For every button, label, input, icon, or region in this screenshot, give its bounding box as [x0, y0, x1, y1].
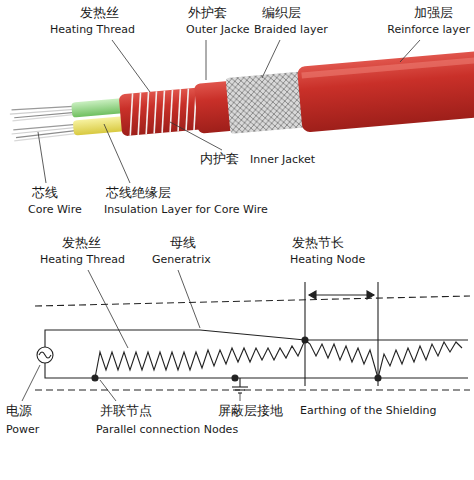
- part-label-en: Heating Node: [290, 254, 365, 266]
- cable-drawing-part: [13, 124, 79, 130]
- part-label-zh: 加强层: [414, 6, 453, 20]
- cable-drawing-part: [232, 386, 248, 387]
- cable-drawing-part: [10, 104, 80, 141]
- part-label-zh: 外护套: [188, 6, 227, 20]
- part-label-zh: 电源: [6, 404, 32, 418]
- cable-drawing-part: [238, 392, 242, 393]
- cable-drawing-part: [158, 91, 168, 133]
- leader-lines: [22, 40, 420, 401]
- cable-drawing-part: [151, 91, 161, 133]
- part-label-zh: 内护套: [200, 152, 239, 166]
- cable-drawing-part: [297, 50, 474, 132]
- cable-drawing-part: [45, 363, 468, 378]
- cable-drawing-part: [178, 270, 200, 328]
- part-label-zh: 芯线绝缘层: [106, 186, 171, 200]
- cable-drawing-part: [127, 88, 200, 136]
- part-label-en: Power: [6, 424, 39, 436]
- cable-drawing-part: [38, 132, 46, 183]
- cable-drawing-part: [12, 104, 78, 112]
- cable-drawing-part: [166, 90, 176, 132]
- cable-drawing-part: [206, 40, 207, 80]
- cable-body: [8, 50, 474, 158]
- cable-drawing-part: [301, 56, 474, 78]
- cable-drawing-part: [95, 340, 305, 378]
- part-label-en: Heating Thread: [50, 24, 135, 36]
- cable-drawing-part: [88, 270, 128, 348]
- cable-drawing-part: [367, 291, 374, 299]
- cable-drawing-part: [135, 93, 145, 135]
- cable-drawing-part: [14, 133, 80, 141]
- part-label-zh: 并联节点: [100, 404, 152, 418]
- cable-drawing-part: [240, 393, 241, 401]
- cable-drawing-part: [45, 330, 468, 347]
- cable-drawing-part: [10, 108, 78, 115]
- cable-drawing-part: [309, 291, 316, 299]
- cable-drawing-part: [92, 375, 98, 381]
- cable-drawing-part: [377, 282, 378, 386]
- part-label-en: Reinforce layer: [387, 24, 470, 36]
- cable-drawing-part: [400, 40, 420, 62]
- cable-drawing-part: [112, 40, 150, 92]
- part-label-en: Generatrix: [152, 254, 211, 266]
- part-label-zh: 发热节长: [292, 236, 344, 250]
- cable-drawing-part: [127, 93, 137, 135]
- cable-drawing-part: [305, 340, 378, 378]
- part-label-zh: 屏蔽层接地: [218, 404, 283, 418]
- part-label-zh: 发热丝: [62, 236, 101, 250]
- part-label-en: Parallel connection Nodes: [96, 424, 238, 436]
- cable-drawing-part: [262, 40, 280, 78]
- cable-drawing-part: [104, 124, 130, 183]
- cable-drawing-part: [12, 127, 80, 134]
- part-label-en: Insulation Layer for Core Wire: [104, 204, 268, 216]
- cable-drawing-part: [304, 282, 305, 386]
- cable-drawing-part: [375, 375, 381, 381]
- cable-drawing-part: [378, 342, 462, 378]
- part-label-en: Earthing of the Shielding: [300, 405, 436, 417]
- cable-drawing-part: [35, 296, 470, 306]
- part-label-zh: 发热丝: [80, 6, 119, 20]
- cable-drawing-part: [302, 337, 308, 343]
- cable-drawing-part: [170, 122, 222, 150]
- part-label-en: Heating Thread: [40, 254, 125, 266]
- cable-drawing-part: [35, 389, 470, 390]
- part-label-en: Outer Jacke: [186, 24, 250, 36]
- cable-drawing-part: [22, 365, 40, 401]
- part-label-en: Inner Jacket: [250, 154, 315, 166]
- part-label-en: Braided layer: [254, 24, 328, 36]
- part-label-zh: 芯线: [32, 186, 58, 200]
- cable-drawing-part: [182, 88, 192, 130]
- cable-drawing-part: [39, 352, 51, 358]
- cable-drawing-part: [12, 114, 78, 121]
- part-label-en: Core Wire: [28, 204, 82, 216]
- cable-drawing-part: [37, 347, 53, 363]
- cable-drawing-part: [232, 375, 238, 381]
- part-label-zh: 编织层: [262, 6, 301, 20]
- cable-drawing-part: [235, 389, 245, 390]
- cable-drawing-part: [309, 294, 374, 295]
- circuit-schematic: [35, 282, 470, 393]
- cable-drawing-part: [239, 378, 240, 387]
- cable-drawing-part: [143, 92, 153, 134]
- part-label-zh: 母线: [170, 236, 196, 250]
